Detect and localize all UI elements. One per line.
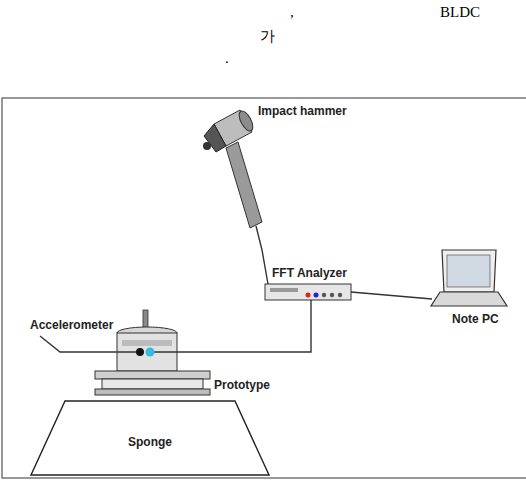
part-label: FFT Analyzer	[272, 266, 347, 280]
part-label: Impact hammer	[258, 104, 347, 118]
part-label: Prototype	[214, 378, 270, 392]
node-text: Sponge	[30, 435, 270, 449]
cable	[154, 300, 311, 352]
cable	[40, 336, 136, 352]
part-label: Accelerometer	[30, 318, 113, 332]
body-text: ,	[290, 4, 294, 21]
sponge-base: Sponge	[30, 400, 270, 476]
sensor-mount	[136, 348, 144, 356]
accelerometer-sensor	[146, 348, 155, 357]
body-text: .	[225, 50, 229, 67]
impact-hammer	[203, 109, 262, 228]
part-label: Note PC	[452, 312, 499, 326]
frame-border	[2, 98, 526, 478]
sponge-shape	[31, 401, 269, 475]
fft-analyzer	[265, 284, 351, 300]
signal-cables	[40, 226, 432, 352]
note-pc	[431, 250, 507, 306]
body-text: BLDC	[440, 4, 480, 21]
body-text: 가	[260, 27, 275, 46]
cable	[256, 226, 268, 284]
cable	[351, 292, 432, 299]
